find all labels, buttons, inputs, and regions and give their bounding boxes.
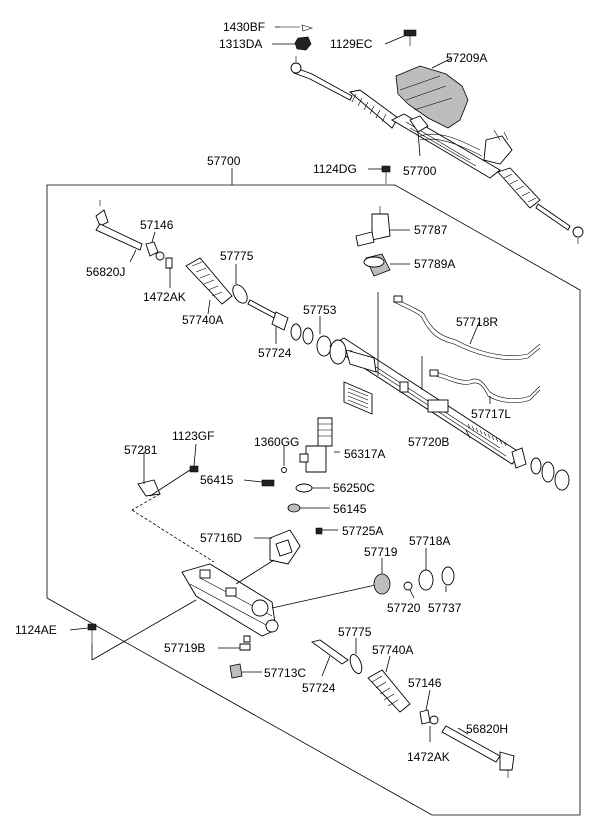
label-57737: 57737: [428, 601, 462, 615]
label-57146-bottom: 57146: [408, 676, 442, 690]
housing-57716D: [269, 529, 301, 565]
label-57281: 57281: [124, 443, 158, 457]
label-1360GG: 1360GG: [254, 435, 299, 449]
label-57740A-top: 57740A: [182, 313, 223, 327]
label-1313DA: 1313DA: [219, 37, 262, 51]
label-57719B: 57719B: [164, 641, 205, 655]
label-57717L: 57717L: [471, 407, 511, 421]
label-57209A: 57209A: [446, 51, 487, 65]
overview-right-boot: [497, 167, 541, 209]
label-1430BF: 1430BF: [223, 20, 265, 34]
bushing-57789A: [363, 253, 391, 277]
label-56415: 56415: [200, 473, 234, 487]
gear-box-assembly: [181, 563, 279, 637]
label-1129EC: 1129EC: [330, 37, 373, 51]
label-56145: 56145: [333, 502, 367, 516]
label-1472AK-left: 1472AK: [143, 290, 186, 304]
label-57720B: 57720B: [408, 435, 449, 449]
heat-shield-57209A: [395, 65, 469, 129]
label-57753: 57753: [303, 303, 337, 317]
assembly-frame: [46, 184, 581, 816]
label-57719: 57719: [364, 545, 398, 559]
label-57724-bottom: 57724: [302, 681, 336, 695]
label-57718A: 57718A: [409, 534, 450, 548]
label-57787: 57787: [414, 223, 448, 237]
label-57718R: 57718R: [456, 315, 498, 329]
label-57146-left: 57146: [140, 218, 174, 232]
label-56820H: 56820H: [466, 722, 508, 736]
label-57716D: 57716D: [200, 531, 242, 545]
label-57740A-bottom: 57740A: [372, 643, 413, 657]
label-57775-top: 57775: [220, 249, 254, 263]
label-57713C: 57713C: [264, 666, 306, 680]
label-56250C: 56250C: [333, 481, 375, 495]
label-57700-top: 57700: [207, 154, 241, 168]
label-57725A: 57725A: [342, 524, 383, 538]
label-56317A: 56317A: [344, 447, 385, 461]
tie-rod-end-56820J: [95, 200, 143, 251]
label-1124AE: 1124AE: [15, 623, 57, 637]
pipe-57717L: [429, 369, 541, 403]
mounting-bracket-57787: [355, 206, 391, 247]
clip-57281: [137, 479, 161, 497]
valve-56317A: [299, 417, 333, 473]
label-57724-top: 57724: [258, 346, 292, 360]
label-57775-bottom: 57775: [338, 625, 372, 639]
label-1472AK-bottom: 1472AK: [407, 750, 450, 764]
pipe-57718R: [393, 295, 541, 360]
boot-57740A-top: [185, 257, 233, 305]
label-57700-main: 57700: [403, 164, 437, 178]
overview-left-boot: [349, 89, 399, 129]
label-57720: 57720: [387, 601, 421, 615]
label-56820J: 56820J: [86, 265, 125, 279]
label-57789A: 57789A: [414, 257, 455, 271]
tie-rod-end-56820H: [441, 725, 515, 778]
label-1124DG: 1124DG: [313, 162, 357, 176]
overview-assembly: [280, 24, 584, 244]
boot-57740A-bottom: [367, 669, 411, 713]
label-1123GF: 1123GF: [172, 429, 214, 443]
label-plate: [343, 381, 373, 415]
